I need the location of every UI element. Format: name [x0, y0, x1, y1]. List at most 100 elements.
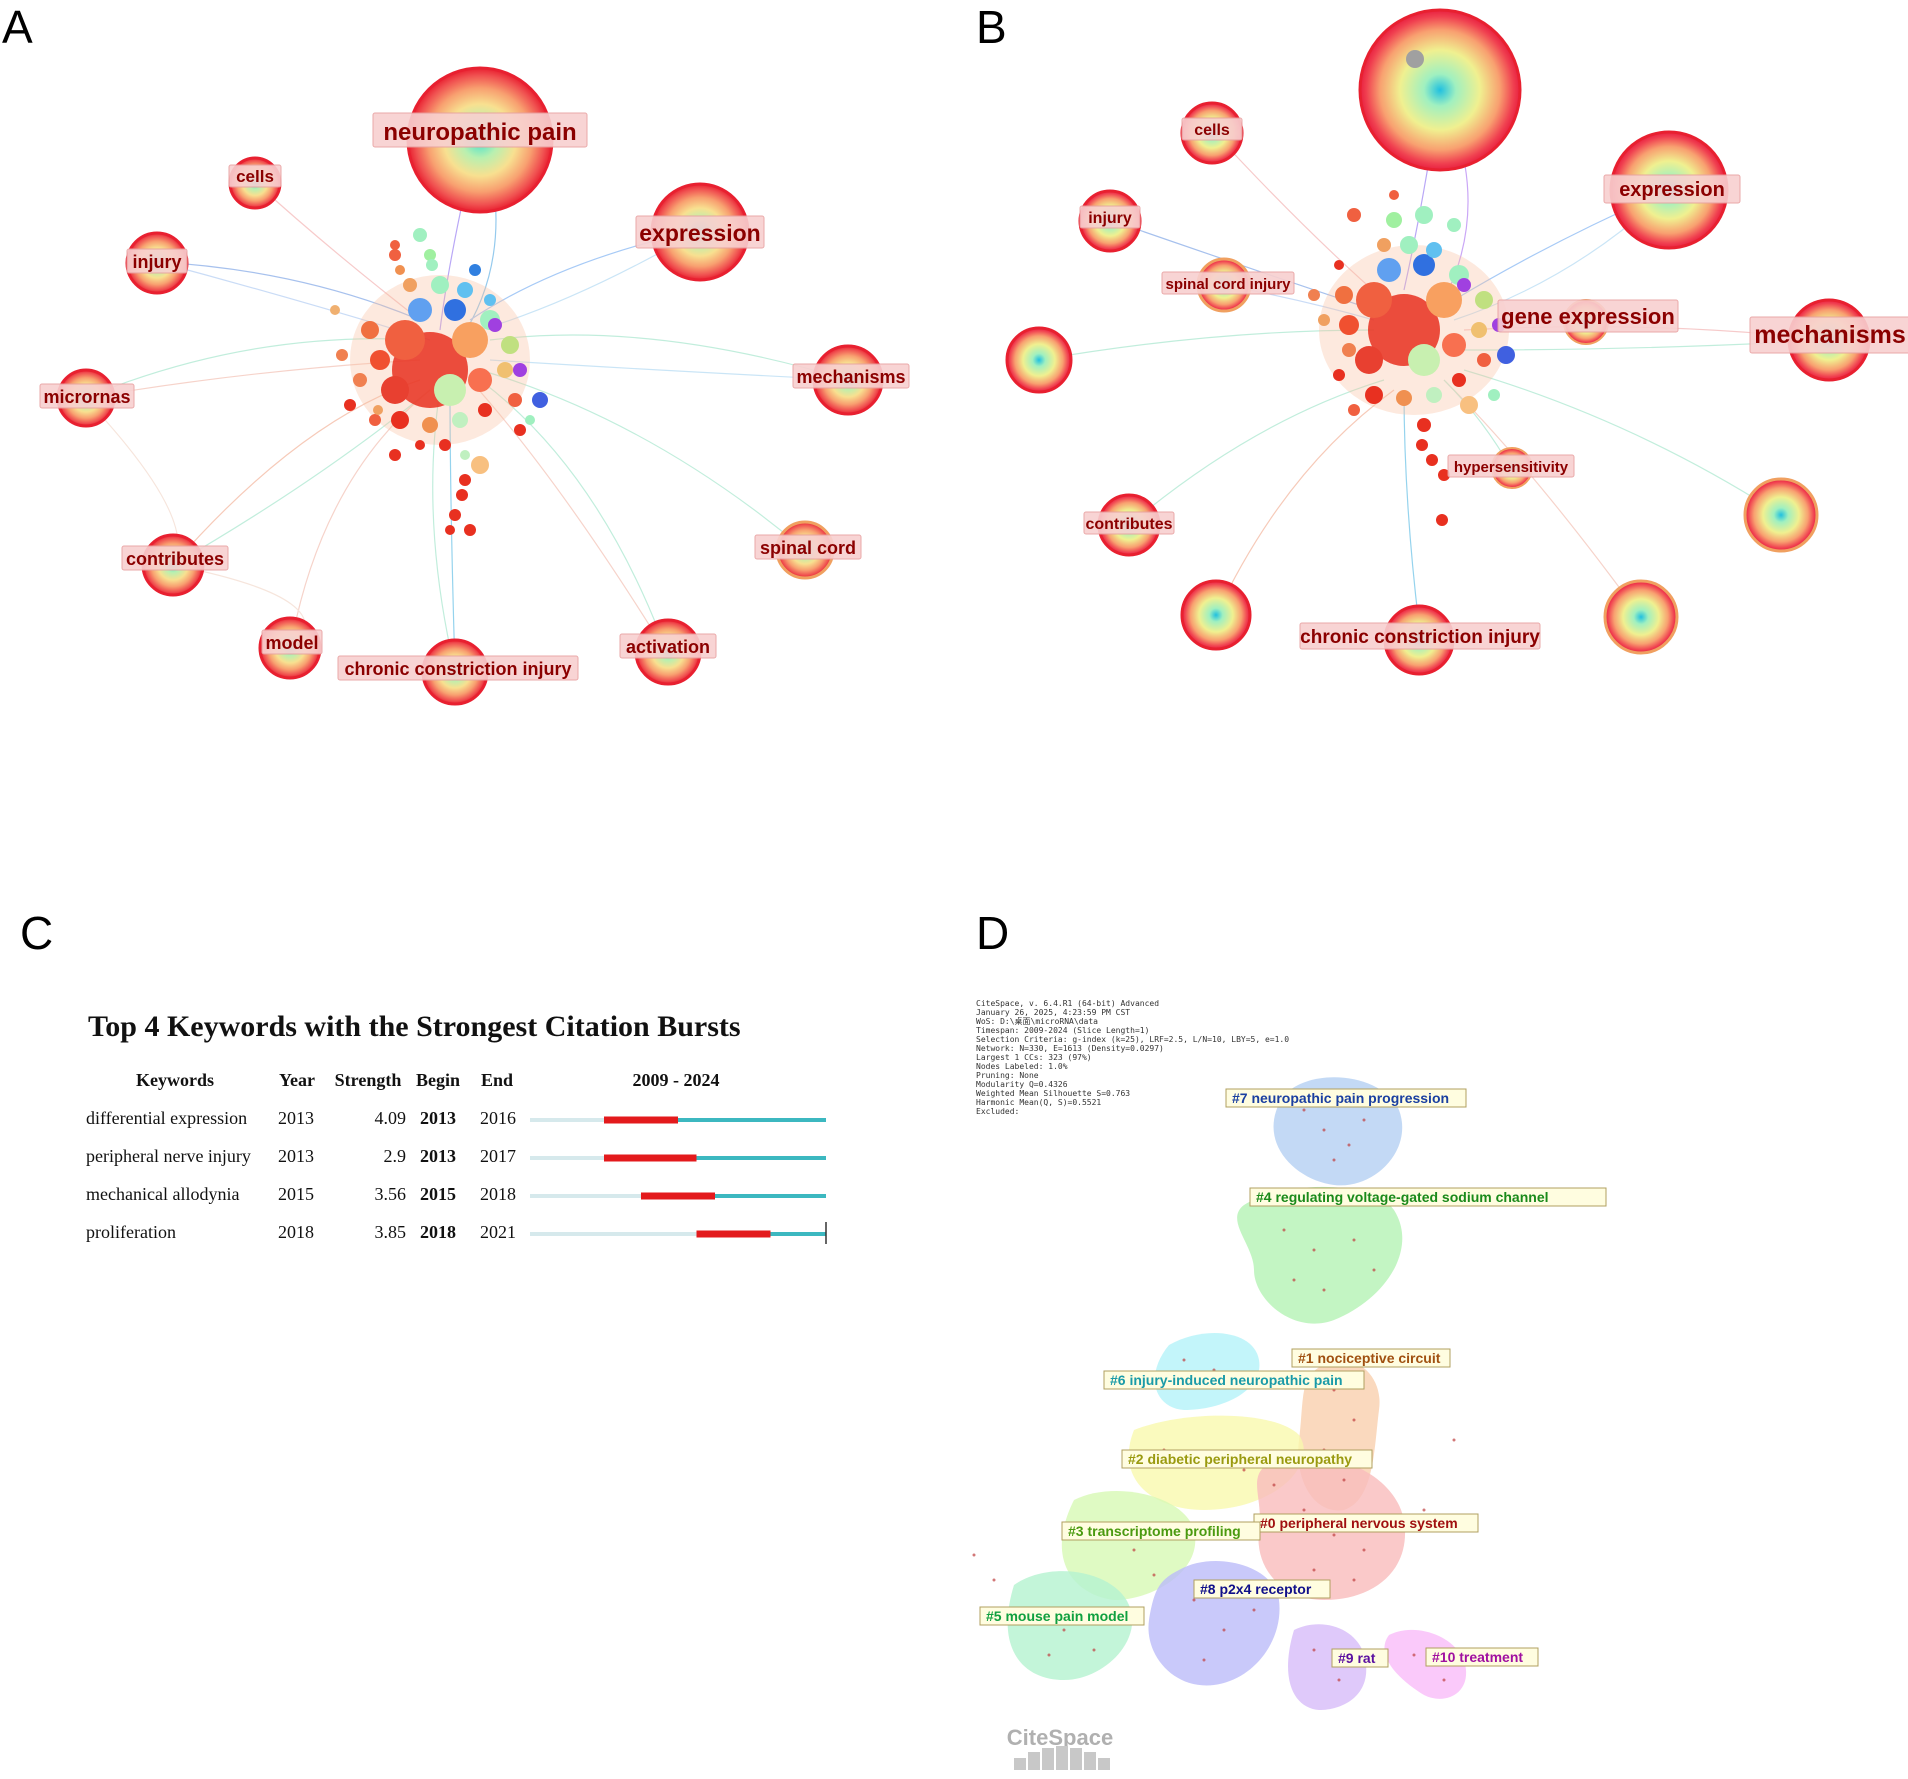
- row-keyword: peripheral nerve injury: [86, 1146, 251, 1166]
- cluster-blob-4: [1237, 1186, 1403, 1324]
- info-line: Largest 1 CCs: 323 (97%): [976, 1053, 1092, 1062]
- info-line: CiteSpace, v. 6.4.R1 (64-bit) Advanced: [976, 999, 1159, 1008]
- citespace-info: CiteSpace, v. 6.4.R1 (64-bit) Advanced J…: [976, 999, 1289, 1116]
- burst-segment: [604, 1154, 697, 1162]
- info-line: Timespan: 2009-2024 (Slice Length=1): [976, 1026, 1149, 1035]
- burst-headers: Keywords Year Strength Begin End 2009 - …: [136, 1070, 720, 1090]
- node-label: chronic constriction injury: [1300, 627, 1540, 648]
- node-label: cells: [1194, 122, 1230, 139]
- info-line: Network: N=330, E=1613 (Density=0.0297): [976, 1044, 1164, 1053]
- cluster-label-10: #10 treatment: [1432, 1649, 1523, 1665]
- panel-letter-b: B: [976, 1, 1007, 53]
- node-label: spinal cord injury: [1165, 276, 1291, 293]
- panel-a-network: neuropathic pain expression cells injury…: [39, 66, 910, 706]
- header-end: End: [481, 1070, 513, 1090]
- cluster-label-2: #2 diabetic peripheral neuropathy: [1128, 1451, 1352, 1467]
- row-strength: 3.85: [375, 1222, 407, 1242]
- panel-letter-d: D: [976, 907, 1010, 959]
- burst-timeline-bars: [530, 1116, 827, 1244]
- info-line: WoS: D:\桌面\microRNA\data: [976, 1016, 1098, 1026]
- cluster-label-8: #8 p2x4 receptor: [1200, 1581, 1312, 1597]
- node-label: activation: [626, 637, 710, 657]
- panel-letter-c: C: [20, 907, 54, 959]
- row-end: 2021: [480, 1222, 516, 1242]
- node-label: mechanisms: [796, 367, 905, 387]
- row-begin: 2018: [420, 1222, 456, 1242]
- node-label: cells: [236, 167, 274, 186]
- panel-d-cluster-map: CiteSpace, v. 6.4.R1 (64-bit) Advanced J…: [972, 999, 1607, 1770]
- watermark-text: CiteSpace: [1007, 1725, 1113, 1750]
- burst-segment: [530, 1194, 641, 1198]
- cluster-blobs: [1007, 1077, 1467, 1710]
- cluster-label-5: #5 mouse pain model: [986, 1608, 1128, 1624]
- row-year: 2015: [278, 1184, 314, 1204]
- node-label: model: [265, 633, 318, 653]
- header-range: 2009 - 2024: [633, 1070, 720, 1090]
- node-label: gene expression: [1501, 304, 1675, 329]
- burst-segment: [678, 1118, 826, 1122]
- header-begin: Begin: [416, 1070, 460, 1090]
- node-label: injury: [1088, 210, 1132, 227]
- burst-segment: [770, 1232, 826, 1236]
- info-line: January 26, 2025, 4:23:59 PM CST: [976, 1008, 1130, 1017]
- info-line: Harmonic Mean(Q, S)=0.5521: [976, 1098, 1101, 1107]
- row-year: 2018: [278, 1222, 314, 1242]
- info-line: Excluded:: [976, 1107, 1019, 1116]
- header-strength: Strength: [335, 1070, 402, 1090]
- info-line: Selection Criteria: g-index (k=25), LRF=…: [976, 1035, 1289, 1044]
- row-end: 2017: [480, 1146, 516, 1166]
- row-strength: 2.9: [384, 1146, 407, 1166]
- info-line: Modularity Q=0.4326: [976, 1080, 1068, 1089]
- row-strength: 4.09: [375, 1108, 407, 1128]
- burst-segment: [696, 1230, 771, 1238]
- panel-b-network: cells expression injury spinal cord inju…: [1005, 8, 1908, 676]
- cluster-label-4: #4 regulating voltage-gated sodium chann…: [1256, 1189, 1549, 1205]
- burst-title: Top 4 Keywords with the Strongest Citati…: [88, 1010, 741, 1043]
- row-year: 2013: [278, 1108, 314, 1128]
- panel-a-hub-cluster: [330, 228, 548, 536]
- node-label: contributes: [1085, 516, 1172, 533]
- cluster-label-1: #1 nociceptive circuit: [1298, 1350, 1441, 1366]
- header-year: Year: [279, 1070, 315, 1090]
- row-keyword: differential expression: [86, 1108, 247, 1128]
- row-end: 2016: [480, 1108, 516, 1128]
- cluster-label-0: #0 peripheral nervous system: [1260, 1515, 1458, 1531]
- node-label: chronic constriction injury: [344, 659, 571, 679]
- row-year: 2013: [278, 1146, 314, 1166]
- cluster-blob-10: [1384, 1629, 1467, 1699]
- burst-segment: [530, 1118, 604, 1122]
- cluster-label-3: #3 transcriptome profiling: [1068, 1523, 1241, 1539]
- panel-letter-a: A: [2, 1, 33, 53]
- burst-segment: [641, 1192, 715, 1200]
- cluster-blob-5: [1007, 1571, 1133, 1680]
- node-label: spinal cord: [760, 538, 856, 558]
- node-label: neuropathic pain: [383, 119, 576, 146]
- burst-segment: [696, 1156, 826, 1160]
- info-line: Nodes Labeled: 1.0%: [976, 1062, 1068, 1071]
- burst-segment: [604, 1116, 678, 1124]
- info-line: Weighted Mean Silhouette S=0.763: [976, 1089, 1130, 1098]
- row-begin: 2013: [420, 1146, 456, 1166]
- info-line: Pruning: None: [976, 1071, 1039, 1080]
- node-label: injury: [132, 252, 181, 272]
- header-keywords: Keywords: [136, 1070, 214, 1090]
- row-strength: 3.56: [375, 1184, 407, 1204]
- row-keyword: mechanical allodynia: [86, 1184, 239, 1204]
- panel-a-labels: neuropathic pain expression cells injury…: [39, 112, 910, 681]
- cluster-node-dots: [972, 1108, 1456, 1682]
- panel-c-burst-table: Top 4 Keywords with the Strongest Citati…: [86, 1010, 827, 1244]
- node-label: hypersensitivity: [1454, 459, 1569, 476]
- cluster-labels: #7 neuropathic pain progression #4 regul…: [979, 1088, 1607, 1668]
- row-end: 2018: [480, 1184, 516, 1204]
- burst-segment: [715, 1194, 826, 1198]
- node-label: micrornas: [43, 387, 130, 407]
- panel-b-hub-cluster: [1308, 190, 1515, 526]
- row-begin: 2013: [420, 1108, 456, 1128]
- node-label: contributes: [126, 549, 224, 569]
- burst-segment: [530, 1156, 604, 1160]
- cluster-blob-9: [1288, 1624, 1367, 1710]
- cluster-label-9: #9 rat: [1338, 1650, 1376, 1666]
- node-label: mechanisms: [1754, 321, 1905, 349]
- row-keyword: proliferation: [86, 1222, 176, 1242]
- node-label: expression: [1619, 179, 1725, 201]
